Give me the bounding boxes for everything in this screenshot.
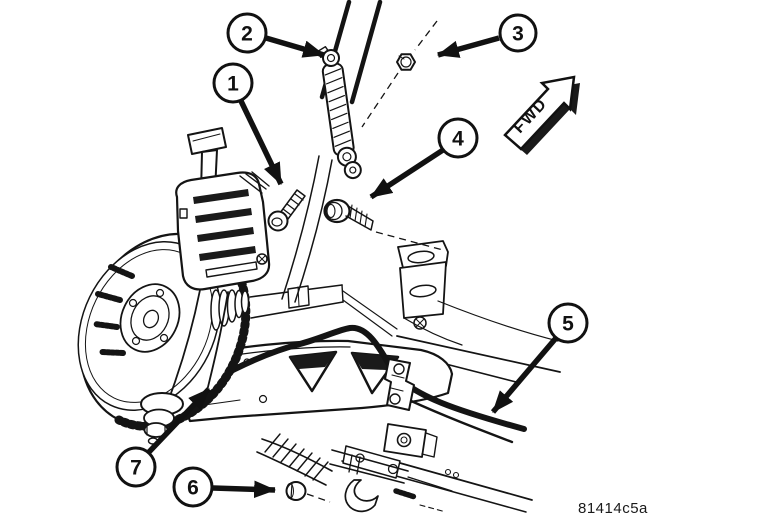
callout-5-stabilizer-bar: 5 (490, 302, 589, 414)
callout-6-leader-arrow (212, 480, 277, 499)
link-upper-nut (396, 53, 416, 71)
link-bushing-stud (323, 198, 444, 251)
callout-2-number: 2 (241, 23, 253, 46)
callout-2-stabilizer-bar-link: 2 (226, 12, 326, 58)
cv-axle (249, 284, 398, 337)
callout-4-number: 4 (452, 128, 464, 151)
stabilizer-bar-link (316, 45, 362, 180)
callout-4-link-bushing-stud: 4 (369, 117, 479, 200)
callout-7-leader-arrow (147, 387, 211, 454)
stabilizer-bar (193, 324, 527, 444)
callout-6-mount-nut: 6 (172, 466, 277, 508)
callout-1-link-lower-bolt: 1 (212, 62, 284, 186)
callout-7-number: 7 (130, 457, 142, 480)
control-arm-rear-mount (383, 423, 438, 458)
callout-7-lower-control-arm: 7 (115, 387, 211, 488)
wheel-studs (92, 264, 135, 356)
callout-2-leader-arrow (265, 35, 326, 58)
ball-joint (140, 392, 184, 445)
callout-2-circle (226, 12, 268, 54)
callout-1-circle (212, 62, 254, 104)
callout-1-leader-arrow (238, 99, 284, 186)
callout-7-circle (115, 446, 157, 488)
frame-rail (341, 445, 533, 513)
callout-3-circle (498, 13, 538, 53)
callout-4-leader-arrow (369, 147, 445, 200)
callout-5-circle (547, 302, 589, 344)
cv-boot (210, 289, 250, 331)
hook-bracket (344, 479, 379, 513)
callout-6-number: 6 (187, 477, 199, 500)
callout-5-number: 5 (562, 313, 574, 336)
callout-5-leader-arrow (490, 336, 559, 414)
callout-3-link-upper-nut: 3 (436, 13, 538, 58)
callout-4-circle (437, 117, 479, 159)
callout-3-number: 3 (512, 23, 524, 46)
stabilizer-bar-clamp (384, 358, 415, 411)
callout-1-number: 1 (227, 73, 239, 96)
brake-caliper (175, 127, 271, 291)
link-lower-bolt (267, 189, 306, 232)
steering-rack-boot (256, 433, 453, 492)
mount-nut (285, 481, 331, 503)
figure-code: 81414c5a (578, 500, 648, 517)
fwd-arrow (503, 75, 576, 151)
callout-3-leader-arrow (436, 35, 500, 58)
callout-layer: 1 2 3 4 5 6 7 (115, 12, 589, 508)
fwd-indicator: FWD (503, 75, 580, 155)
callout-6-circle (172, 466, 214, 508)
nut-axis-dashed-line (361, 20, 438, 128)
